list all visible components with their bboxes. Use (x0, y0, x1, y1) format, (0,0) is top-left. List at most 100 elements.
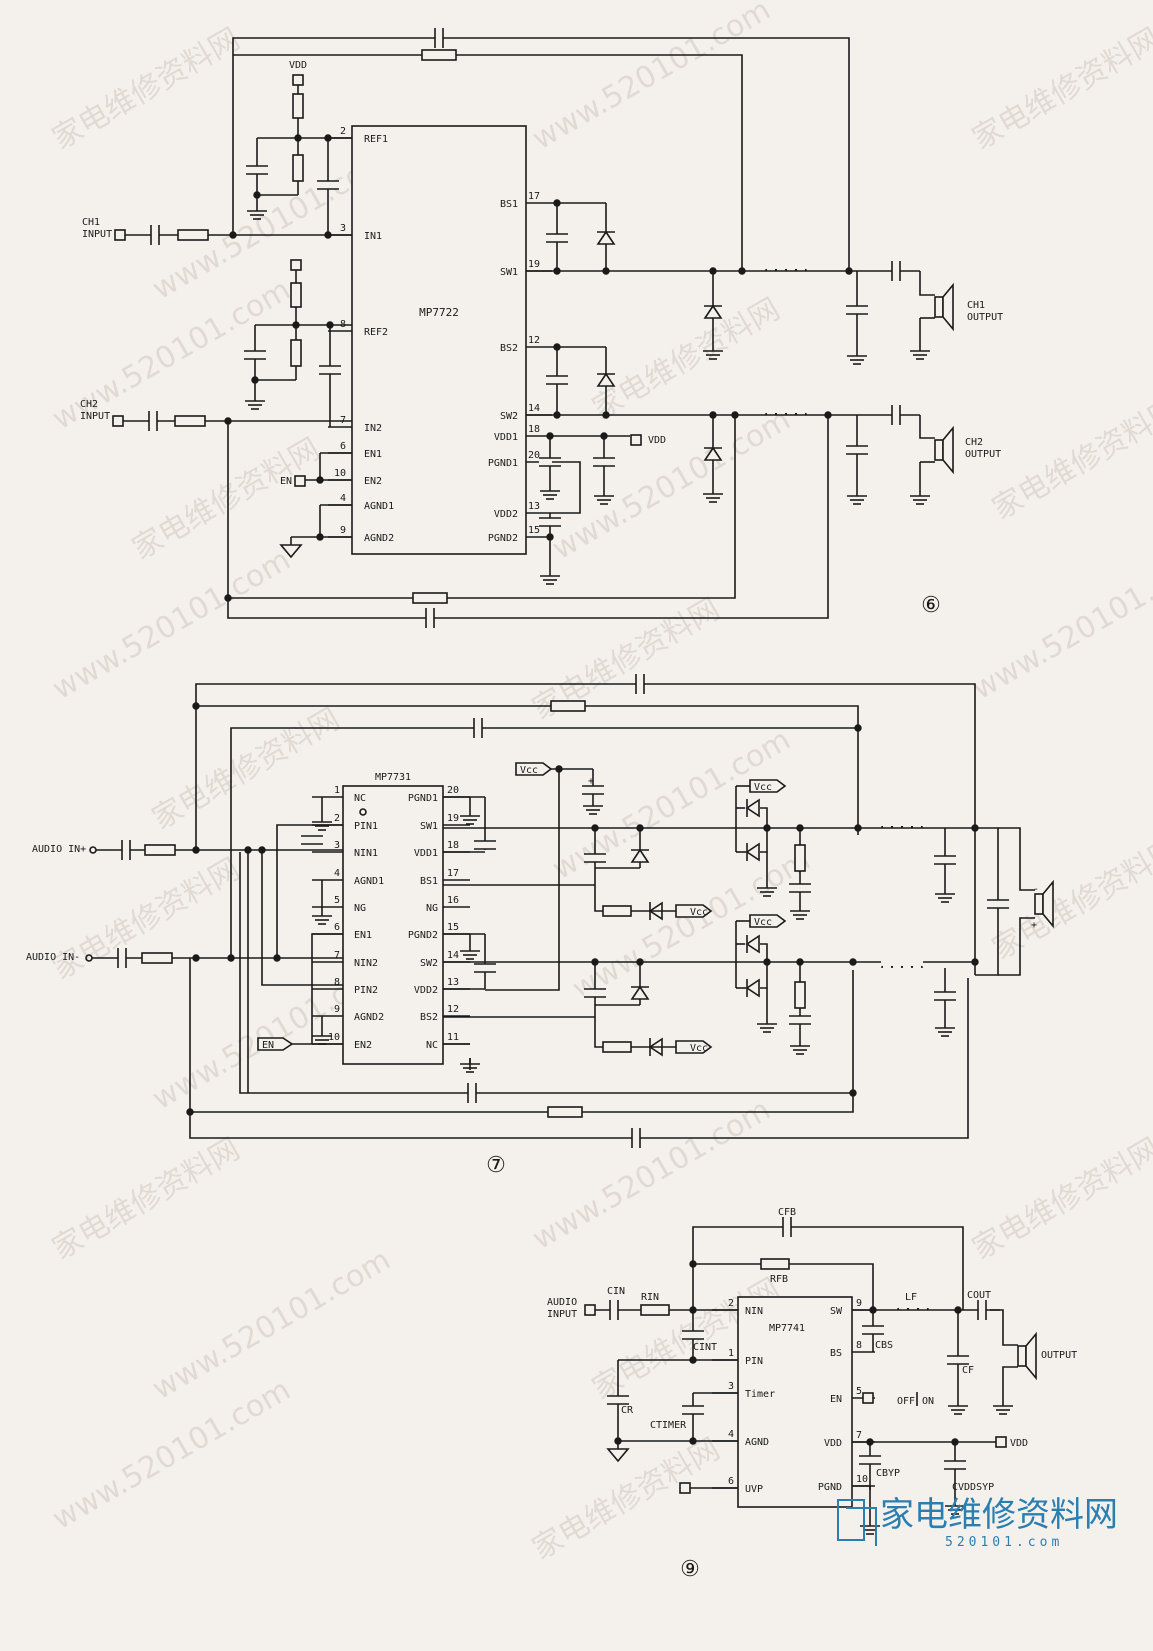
vdd-label: VDD (289, 60, 307, 71)
inductor-gap (765, 406, 807, 413)
pin-number: 9 (340, 525, 346, 536)
cvddsyp-label: CVDDSYP (952, 1482, 994, 1493)
pin-number: 17 (528, 191, 540, 202)
junction-dot (854, 824, 862, 832)
brand-name: 家电维修资料网 (880, 1495, 1118, 1535)
diode (745, 798, 760, 818)
watermark-text: 家电维修资料网 (987, 832, 1153, 967)
capacitor-gap (987, 900, 1009, 908)
capacitor-gap (317, 181, 339, 189)
inductor-gap (881, 819, 923, 826)
wire (232, 37, 850, 274)
terminal-box (995, 1436, 1007, 1448)
resistor (602, 905, 632, 917)
capacitor-gap (682, 1331, 704, 1339)
pin-name: SW2 (420, 958, 438, 969)
wire (919, 271, 935, 296)
capacitor-gap (892, 262, 900, 280)
pin-number: 8 (340, 319, 346, 330)
pin-name: VDD2 (494, 509, 518, 520)
junction-dot (192, 702, 200, 710)
minus-label: - (1033, 884, 1039, 895)
pin-number: 18 (528, 424, 540, 435)
terminal-box (584, 1304, 596, 1316)
pin-name: PGND (818, 1482, 842, 1493)
pin-name: NIN2 (354, 958, 378, 969)
capacitor-gap (632, 1129, 640, 1147)
pin-number: 7 (856, 1430, 862, 1441)
wire (760, 943, 768, 962)
pin-name: SW (830, 1306, 843, 1317)
vcc-port (749, 779, 787, 793)
junction-dot (192, 954, 200, 962)
resistor (174, 415, 206, 427)
cf-label: CF (962, 1365, 974, 1376)
capacitor-gap (892, 406, 900, 424)
wire (760, 962, 768, 989)
pin-name: BS2 (420, 1012, 438, 1023)
watermark-text: 家电维修资料网 (987, 392, 1153, 527)
watermark-text: 家电维修资料网 (47, 852, 246, 987)
ch1-output-label: OUTPUT (967, 312, 1003, 323)
ch2-output-label: CH2 (965, 437, 983, 448)
wire (233, 54, 743, 274)
pin-name: BS1 (420, 876, 438, 887)
capacitor-gap (246, 166, 268, 174)
pin-number: 5 (856, 1386, 862, 1397)
pin-name: IN2 (364, 423, 382, 434)
resistor (794, 844, 806, 872)
capacitor-gap (978, 1301, 986, 1319)
speaker-coil (1034, 893, 1044, 915)
junction-dot (600, 432, 608, 440)
wire (227, 418, 829, 619)
junction-dot (602, 411, 610, 419)
brand-url: 520101.com (945, 1535, 1063, 1550)
diode (596, 372, 616, 387)
figure-label: ⑨ (680, 1557, 700, 1582)
resistor (290, 282, 302, 308)
pin-name: EN1 (364, 449, 382, 460)
pin-number: 13 (447, 977, 459, 988)
watermark-text: www.520101.com (527, 0, 777, 157)
speaker-coil (934, 296, 944, 318)
capacitor-gap (474, 841, 496, 849)
pin-number: 15 (528, 525, 540, 536)
pin-number: 20 (447, 785, 459, 796)
audio-input-label: AUDIO (547, 1297, 577, 1308)
pin1-mark (359, 808, 367, 816)
diode (630, 848, 650, 863)
junction-dot (546, 533, 554, 541)
pin-number: 10 (328, 1032, 340, 1043)
pin-name: NG (354, 903, 366, 914)
chip-name: MP7722 (419, 306, 459, 319)
pin-number: 7 (340, 415, 346, 426)
pin-number: 19 (447, 813, 459, 824)
capacitor-gap (934, 992, 956, 1000)
watermark-text: 家电维修资料网 (47, 1132, 246, 1267)
inductor-gap (765, 262, 807, 269)
resistor (412, 592, 448, 604)
capacitor-gap (546, 376, 568, 384)
pin-number: 10 (334, 468, 346, 479)
junction-dot (227, 954, 235, 962)
capacitor-gap (947, 1356, 969, 1364)
pin-name: VDD1 (414, 848, 438, 859)
en-label: EN (262, 1040, 274, 1051)
pin-number: 4 (334, 868, 340, 879)
junction-dot (689, 1356, 697, 1364)
terminal-box (290, 259, 302, 271)
cbs-label: CBS (875, 1340, 893, 1351)
capacitor-gap (118, 949, 126, 967)
pin-number: 4 (340, 493, 346, 504)
junction-dot (253, 191, 261, 199)
junction-dot (229, 231, 237, 239)
capacitor-gap (584, 989, 606, 997)
pin-name: SW1 (420, 821, 438, 832)
vcc-port (749, 914, 787, 928)
vcc-port (515, 762, 553, 776)
en-port (257, 1037, 294, 1051)
cfb-label: CFB (778, 1207, 796, 1218)
on-label: ON (922, 1396, 934, 1407)
brand-logo-mark (846, 1507, 877, 1546)
